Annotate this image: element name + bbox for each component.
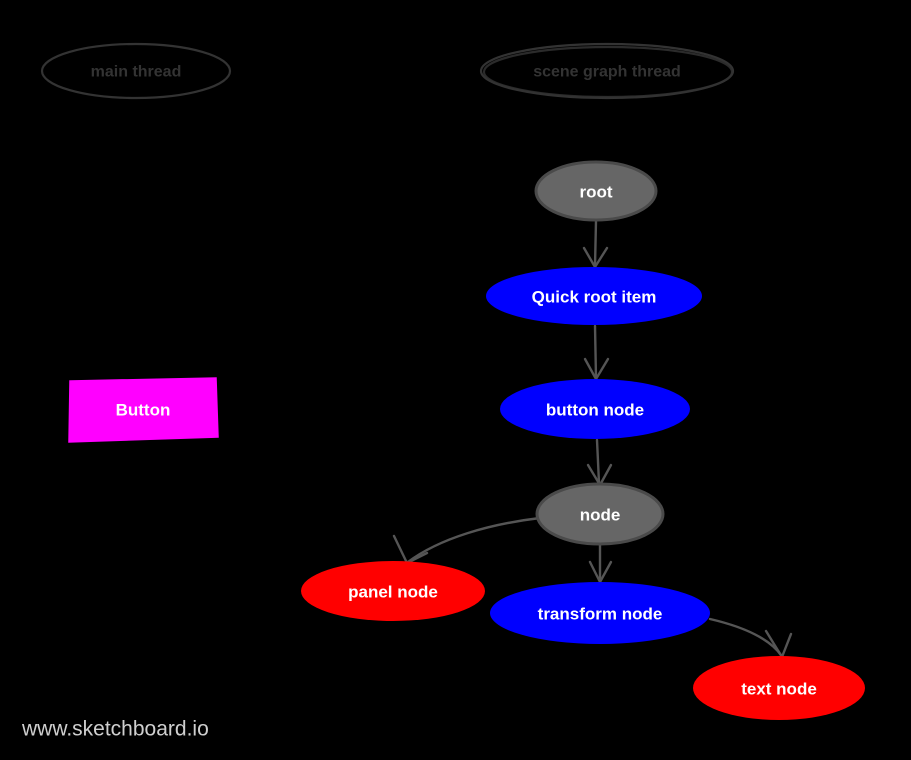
edge-line (595, 438, 601, 485)
lane-label-main-thread: main thread (91, 64, 182, 81)
node-transform-node-shape (490, 582, 710, 644)
edge-line (593, 219, 598, 268)
edge-line (406, 516, 542, 564)
edge-transform-node-to-text-node (708, 617, 793, 659)
lane-main-thread[interactable]: main thread (40, 42, 232, 100)
lane-ellipse-shape (40, 42, 232, 100)
node-root[interactable]: root (534, 160, 658, 222)
edge-button-node-to-node (586, 438, 613, 487)
shape-button[interactable]: Button (68, 377, 219, 443)
arrowhead-icon (583, 357, 610, 381)
node-button-node[interactable]: button node (500, 379, 690, 439)
edge-line (593, 324, 598, 380)
node-quick-root-item[interactable]: Quick root item (486, 267, 702, 325)
node-text-node[interactable]: text node (693, 656, 865, 720)
edge-root-to-quick-root-item (582, 219, 609, 269)
lane-label-scene-graph-thread: scene graph thread (533, 64, 681, 81)
edge-quick-root-item-to-button-node (583, 324, 610, 381)
node-panel-node-shape (301, 561, 485, 621)
watermark-label: www.sketchboard.io (21, 718, 209, 741)
node-root-shape (534, 160, 658, 222)
edge-node-to-transform-node (588, 543, 613, 584)
button-rect-shape (68, 377, 219, 443)
node-transform-node[interactable]: transform node (490, 582, 710, 644)
lane-scene-graph-thread[interactable]: scene graph thread (479, 42, 735, 100)
edge-node-to-panel-node (392, 516, 542, 565)
lane-group: main thread scene graph thread (40, 42, 735, 100)
lane-ellipse-shape-sketch (482, 45, 734, 99)
node-quick-root-item-shape (486, 267, 702, 325)
node-button-node-shape (500, 379, 690, 439)
node-node-shape (535, 482, 665, 546)
node-panel-node[interactable]: panel node (301, 561, 485, 621)
node-text-node-shape (693, 656, 865, 720)
node-group: root Quick root item button node node pa… (301, 160, 865, 720)
arrowhead-icon (582, 246, 609, 269)
node-node[interactable]: node (535, 482, 665, 546)
